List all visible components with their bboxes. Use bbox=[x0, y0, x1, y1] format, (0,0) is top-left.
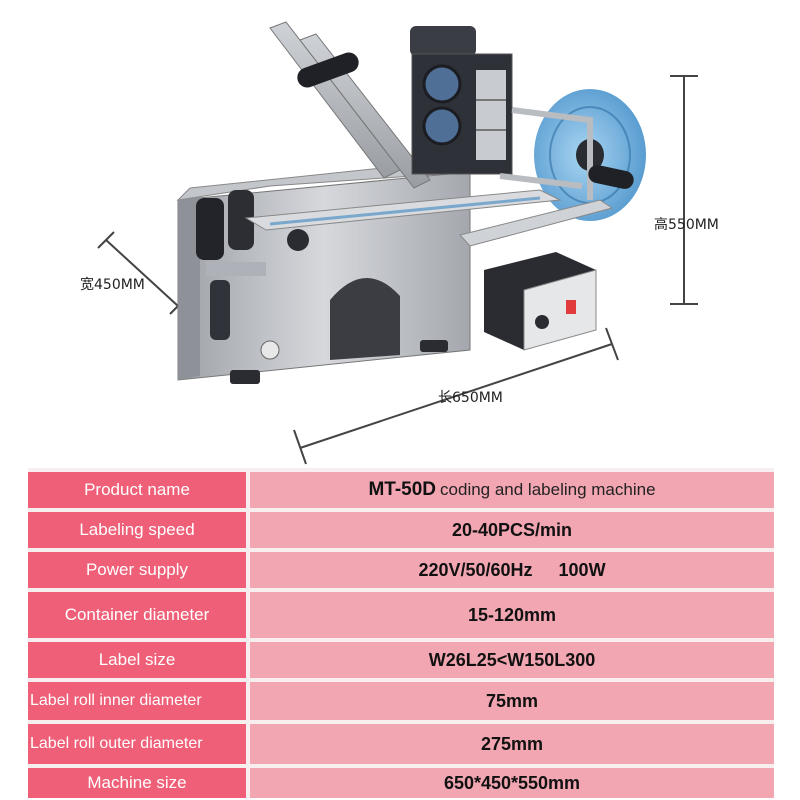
reel-handle bbox=[588, 165, 634, 189]
width-dimension-line bbox=[97, 231, 187, 315]
press-rollers bbox=[196, 190, 309, 360]
power-switch-icon bbox=[566, 300, 576, 314]
spec-row-machine-size: Machine size 650*450*550mm bbox=[28, 768, 774, 798]
label-plate bbox=[244, 189, 614, 247]
spec-label: Label roll outer diameter bbox=[28, 724, 246, 764]
spec-table: Product name MT-50D coding and labeling … bbox=[28, 468, 774, 798]
voltage-value: 220V/50/60Hz bbox=[418, 559, 533, 580]
spec-row-labeling-speed: Labeling speed 20-40PCS/min bbox=[28, 512, 774, 548]
spec-label: Machine size bbox=[28, 768, 246, 798]
spec-value: 15-120mm bbox=[250, 592, 774, 638]
height-dimension-label: 高550MM bbox=[654, 217, 719, 233]
spec-row-container-diameter: Container diameter 15-120mm bbox=[28, 592, 774, 638]
spec-value: MT-50D coding and labeling machine bbox=[250, 472, 774, 508]
length-dimension-label: 长650MM bbox=[438, 390, 503, 406]
spec-row-label-size: Label size W26L25<W150L300 bbox=[28, 642, 774, 678]
lever-arm bbox=[269, 21, 431, 189]
spec-label: Label roll inner diameter bbox=[28, 682, 246, 720]
speed-knob-icon bbox=[535, 315, 549, 329]
spec-value: 650*450*550mm bbox=[250, 768, 774, 798]
model-number: MT-50D bbox=[368, 479, 437, 500]
spec-value: 220V/50/60Hz 100W bbox=[250, 552, 774, 588]
spec-label: Label size bbox=[28, 642, 246, 678]
spec-value: W26L25<W150L300 bbox=[250, 642, 774, 678]
spec-row-label-roll-inner: Label roll inner diameter 75mm bbox=[28, 682, 774, 720]
spec-row-product-name: Product name MT-50D coding and labeling … bbox=[28, 472, 774, 508]
spec-value: 75mm bbox=[250, 682, 774, 720]
spec-value: 275mm bbox=[250, 724, 774, 764]
spec-label: Power supply bbox=[28, 552, 246, 588]
coding-printer bbox=[410, 26, 513, 175]
spec-row-power-supply: Power supply 220V/50/60Hz 100W bbox=[28, 552, 774, 588]
labeling-machine-drawing bbox=[97, 21, 698, 465]
model-description: coding and labeling machine bbox=[440, 480, 656, 499]
spec-label: Labeling speed bbox=[28, 512, 246, 548]
spec-label: Container diameter bbox=[28, 592, 246, 638]
power-value: 100W bbox=[558, 559, 606, 580]
spec-value: 20-40PCS/min bbox=[250, 512, 774, 548]
height-dimension-line bbox=[670, 75, 698, 305]
length-dimension-line bbox=[293, 327, 619, 465]
control-box bbox=[484, 252, 597, 351]
product-illustration: 高550MM 宽450MM 长650MM bbox=[80, 21, 719, 465]
spec-label: Product name bbox=[28, 472, 246, 508]
spec-row-label-roll-outer: Label roll outer diameter 275mm bbox=[28, 724, 774, 764]
width-dimension-label: 宽450MM bbox=[80, 277, 145, 293]
